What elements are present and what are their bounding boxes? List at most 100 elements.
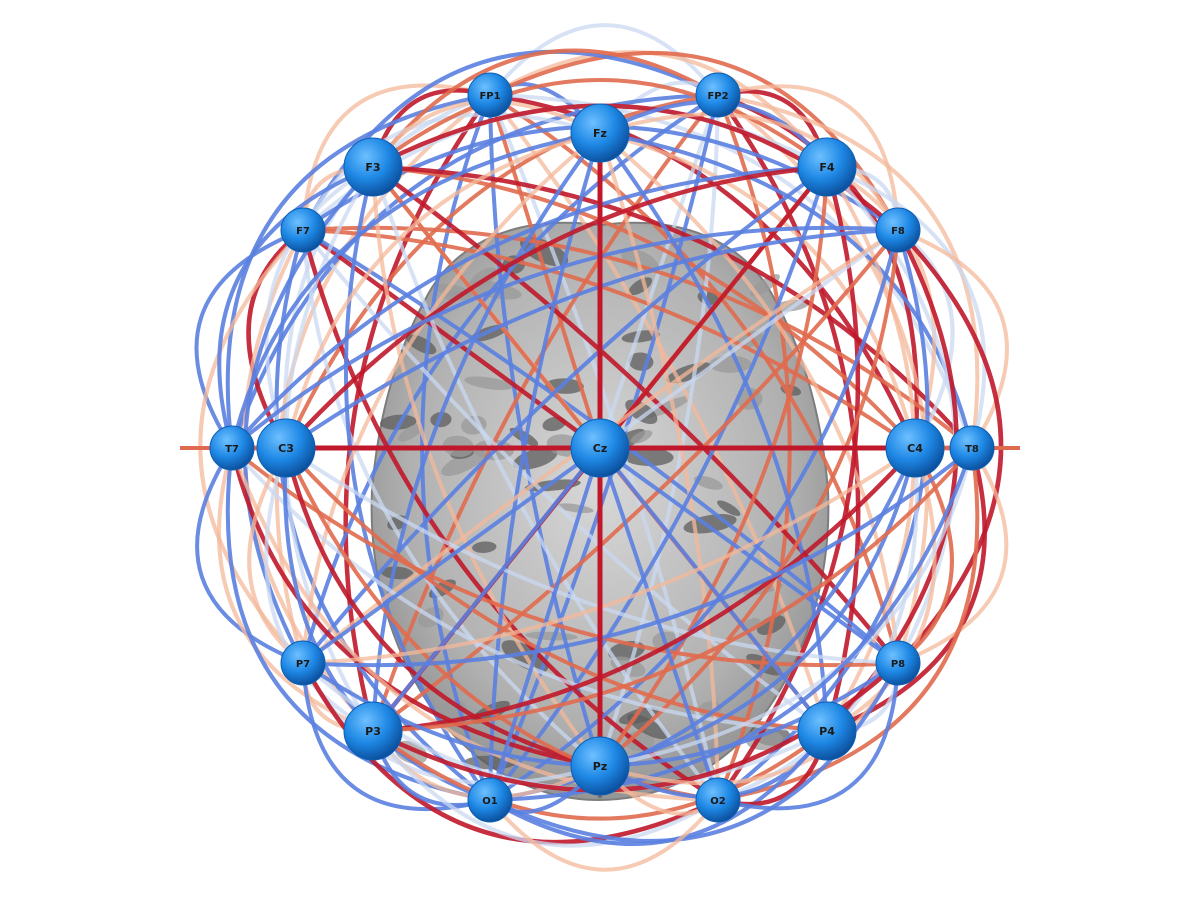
- electrode-sphere: [343, 137, 403, 197]
- brain-sulcus: [441, 449, 486, 476]
- electrode-sphere: [797, 701, 857, 761]
- edge-T8-O2: [716, 446, 980, 802]
- electrode-label: Fz: [593, 127, 607, 140]
- electrode-p4: P4: [797, 701, 857, 761]
- edge-C3-P3: [264, 446, 375, 733]
- edge-T7-P7: [195, 446, 305, 665]
- electrode-fp1: FP1: [467, 72, 513, 118]
- electrode-sphere: [875, 207, 921, 253]
- electrode-label: FP2: [707, 91, 728, 102]
- electrode-label: Cz: [593, 442, 607, 455]
- electrode-t8: T8: [949, 425, 995, 471]
- electrode-f4: F4: [797, 137, 857, 197]
- electrode-o1: O1: [467, 777, 513, 823]
- edge-F7-Fz: [301, 112, 602, 232]
- electrode-label: F7: [296, 226, 310, 237]
- electrode-label: P7: [296, 659, 310, 670]
- edge-P8-O2: [716, 661, 900, 811]
- electrode-p7: P7: [280, 640, 326, 686]
- edge-F4-T8: [825, 165, 987, 450]
- edge-FP1-F8: [488, 50, 900, 232]
- edge-FP1-T7: [225, 93, 492, 450]
- edge-F8-C4: [896, 228, 955, 450]
- electrode-sphere: [570, 418, 630, 478]
- electrode-cz: Cz: [570, 418, 630, 478]
- edge-F4-C3: [283, 164, 830, 451]
- electrode-sphere: [343, 701, 403, 761]
- edge-F4-P7: [301, 165, 829, 665]
- edge-Fz-C4: [598, 131, 917, 450]
- electrode-fz: Fz: [570, 103, 630, 163]
- edge-F7-P4: [301, 228, 829, 733]
- edge-Cz-P7: [301, 446, 602, 665]
- electrode-f7: F7: [280, 207, 326, 253]
- edge-F3-Fz: [371, 99, 602, 169]
- edge-T7-O1: [225, 446, 492, 802]
- edge-FP2-F8: [716, 84, 900, 232]
- edge-Fz-C3: [284, 131, 602, 450]
- edge-P8-O1: [488, 661, 900, 843]
- brain-sulcus: [628, 277, 653, 296]
- edge-O1-O2: [488, 798, 720, 872]
- electrode-p8: P8: [875, 640, 921, 686]
- edge-F3-T7: [217, 165, 375, 450]
- brain-sulcus: [693, 475, 723, 490]
- electrode-sphere: [467, 72, 513, 118]
- electrode-f8: F8: [875, 207, 921, 253]
- edge-Cz-P4: [598, 446, 829, 733]
- edge-FP2-T8: [716, 93, 980, 450]
- electrode-c4: C4: [885, 418, 945, 478]
- electrode-sphere: [797, 137, 857, 197]
- edge-F4-Pz: [598, 165, 829, 768]
- electrode-sphere: [695, 72, 741, 118]
- edge-F8-T7: [230, 225, 900, 450]
- electrode-label: T8: [965, 444, 979, 455]
- electrode-sphere: [695, 777, 741, 823]
- brain-sulcus: [630, 430, 653, 444]
- edge-F8-Cz: [598, 228, 900, 450]
- edge-T8-P7: [301, 446, 974, 668]
- edge-T8-P3: [371, 446, 974, 733]
- edge-T7-P4: [230, 446, 829, 733]
- edge-C4-P7: [301, 446, 917, 665]
- electrode-sphere: [570, 736, 630, 796]
- edge-F7-C3: [246, 227, 306, 451]
- edge-P3-P4: [371, 729, 829, 821]
- brain-sulcus: [621, 330, 660, 343]
- edge-Fz-P7: [301, 131, 602, 665]
- edge-FP2-F3: [371, 48, 720, 169]
- edge-F3-T8: [370, 164, 975, 451]
- edge-FP1-FP2: [488, 23, 720, 97]
- edge-F4-T7: [230, 165, 829, 450]
- electrode-label: F4: [819, 161, 835, 174]
- electrode-o2: O2: [695, 777, 741, 823]
- edge-C4-P4: [825, 446, 937, 733]
- edge-F8-T8: [896, 228, 1009, 450]
- edge-P7-O1: [301, 661, 492, 811]
- brain-sulcus: [464, 376, 514, 390]
- electrode-label: F8: [891, 226, 905, 237]
- electrode-sphere: [875, 640, 921, 686]
- electrode-c3: C3: [256, 418, 316, 478]
- edge-C4-Pz: [598, 446, 917, 768]
- edge-Cz-P8: [598, 446, 900, 665]
- brain-sulcus: [717, 500, 741, 516]
- brain-sulcus: [556, 503, 594, 514]
- edge-C4-P8: [896, 446, 954, 665]
- edge-F8-Pz: [598, 228, 900, 768]
- edge-C4-P3: [370, 445, 918, 734]
- edge-FP2-P7: [301, 93, 720, 665]
- electrode-label: P4: [819, 725, 835, 738]
- electrode-pz: Pz: [570, 736, 630, 796]
- edge-F8-C3: [284, 228, 900, 450]
- edge-FP1-P3: [343, 92, 493, 734]
- edge-F3-O1: [343, 165, 492, 802]
- electrode-sphere: [885, 418, 945, 478]
- edge-C3-P7: [247, 446, 305, 665]
- electrode-label: O1: [482, 796, 498, 807]
- electrode-label: Pz: [593, 760, 607, 773]
- edge-F7-T7: [194, 228, 305, 450]
